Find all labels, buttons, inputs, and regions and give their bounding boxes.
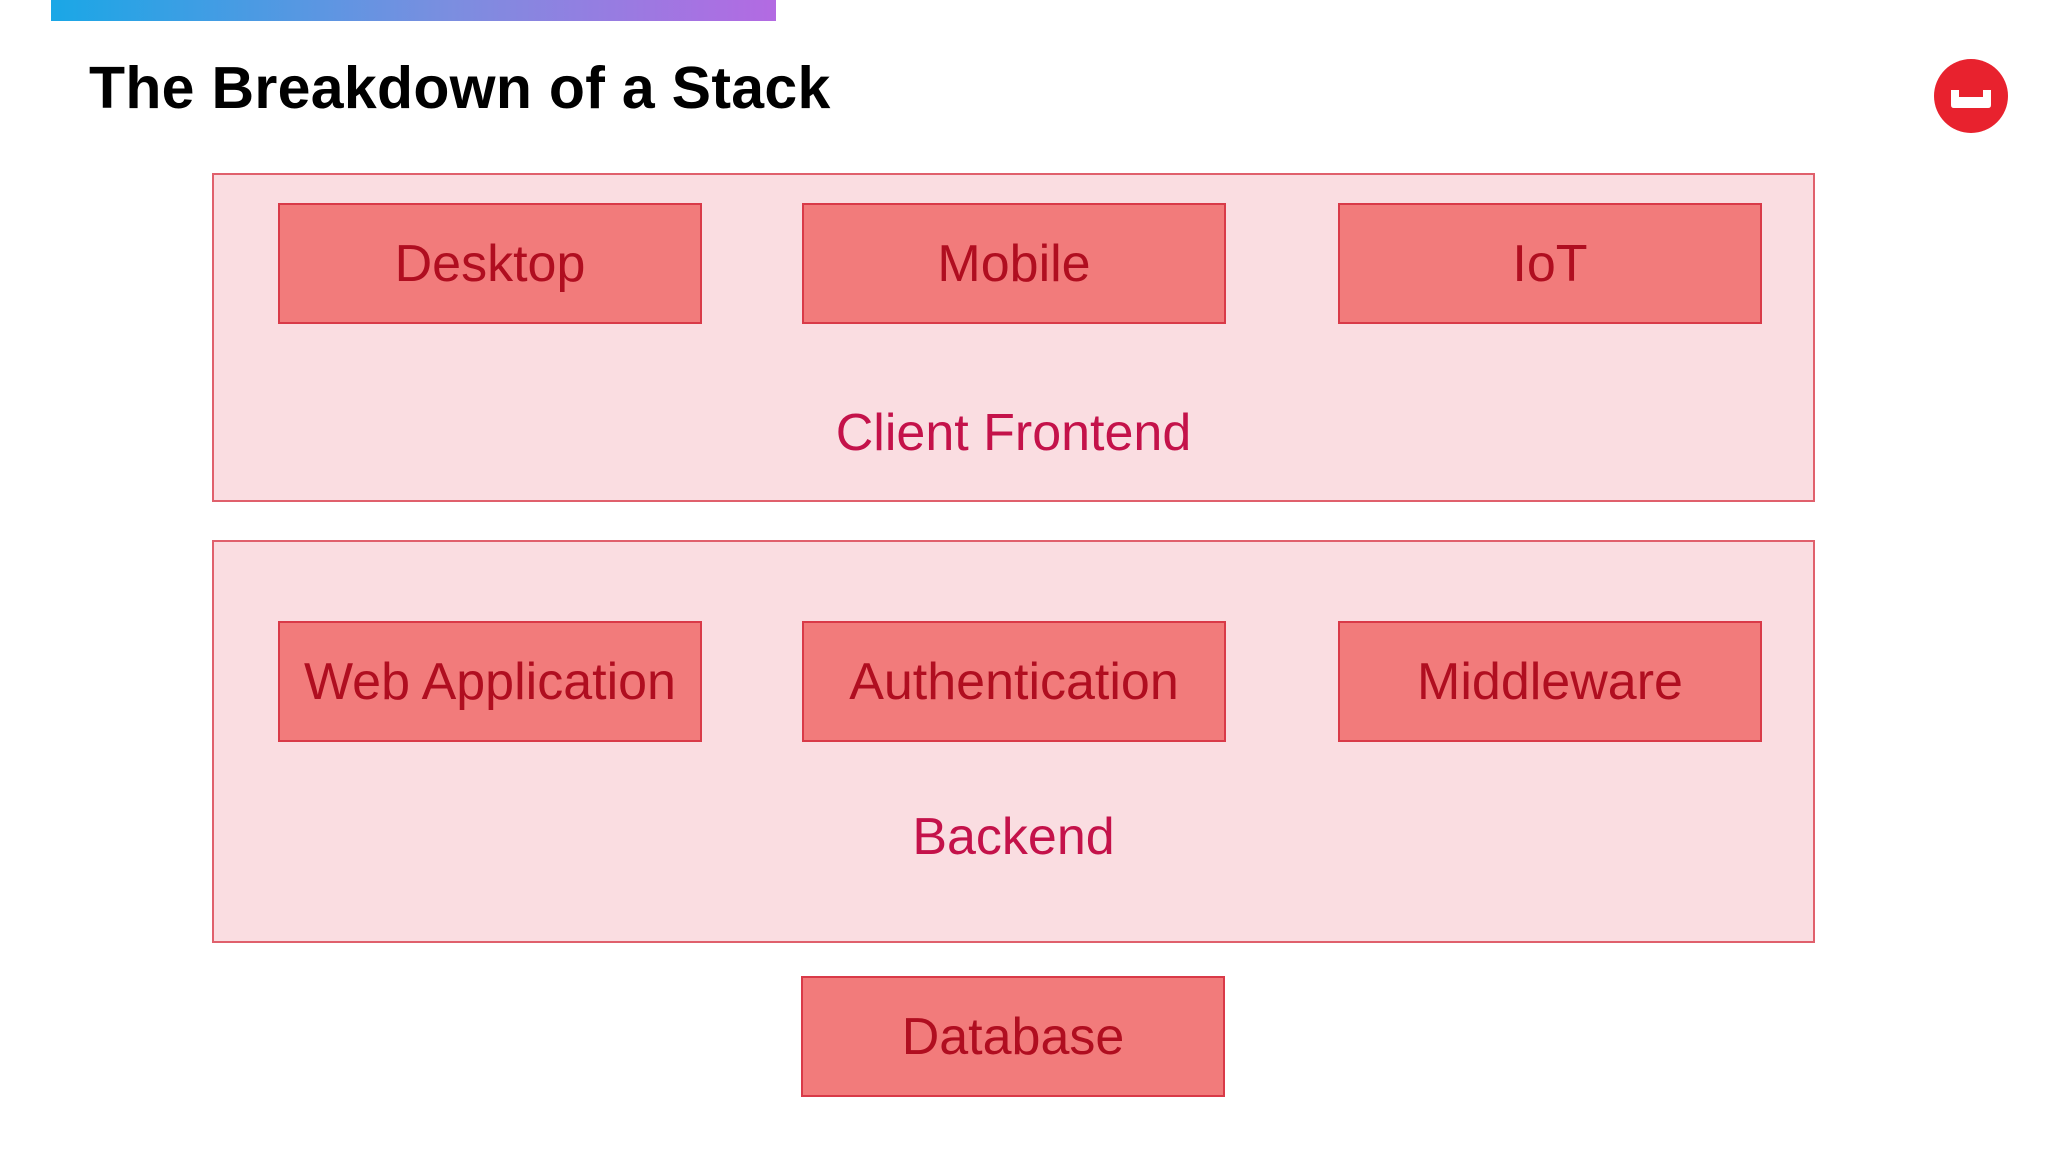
accent-bar (51, 0, 776, 21)
database-box: Database (801, 976, 1225, 1097)
page-title: The Breakdown of a Stack (89, 55, 831, 121)
web-application-box: Web Application (278, 621, 702, 742)
mobile-box: Mobile (802, 203, 1226, 324)
middleware-box: Middleware (1338, 621, 1762, 742)
desktop-box: Desktop (278, 203, 702, 324)
couch-logo-icon (1934, 59, 2008, 133)
backend-layer: Web Application Authentication Middlewar… (212, 540, 1815, 943)
client-frontend-label: Client Frontend (835, 404, 1192, 462)
iot-box: IoT (1338, 203, 1762, 324)
client-frontend-layer: Desktop Mobile IoT Client Frontend (212, 173, 1815, 502)
backend-label: Backend (912, 808, 1115, 866)
authentication-box: Authentication (802, 621, 1226, 742)
